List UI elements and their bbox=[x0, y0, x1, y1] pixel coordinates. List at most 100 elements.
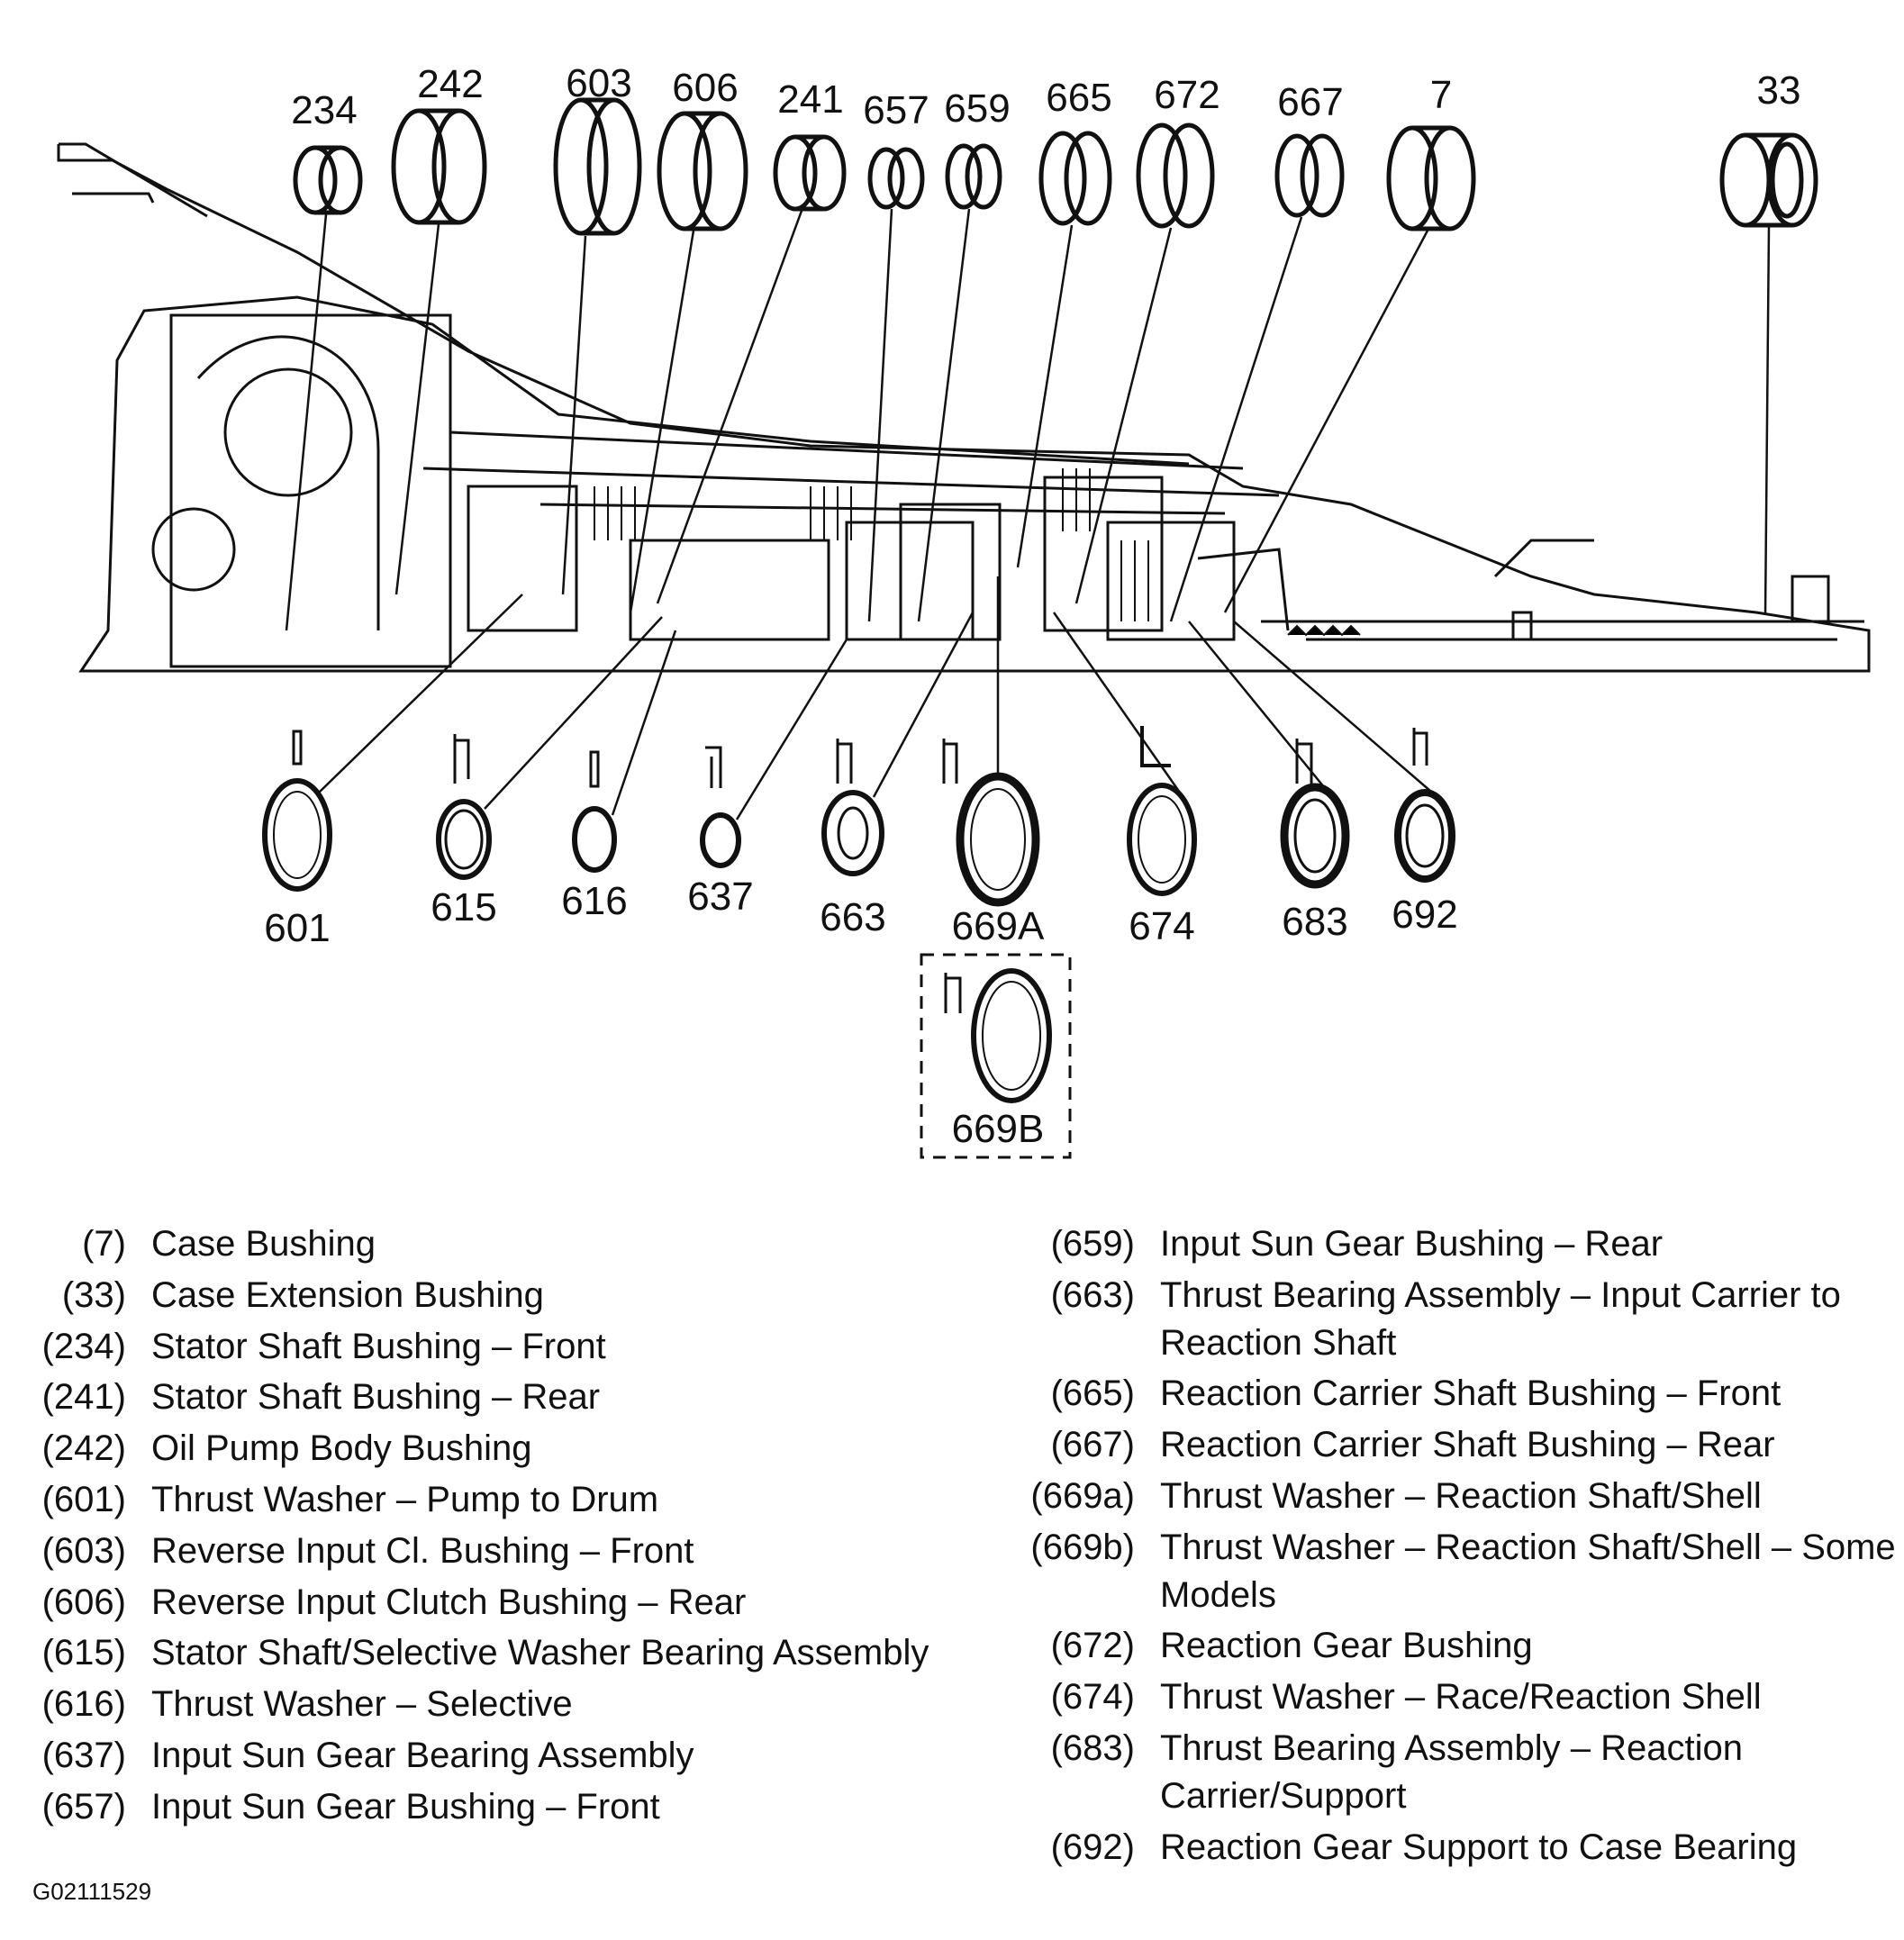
washer-683-icon bbox=[1280, 739, 1350, 889]
legend-left: (7)Case Bushing(33)Case Extension Bushin… bbox=[27, 1220, 1000, 1835]
part-label-637: 637 bbox=[687, 875, 753, 919]
bushing-657-icon bbox=[867, 147, 925, 210]
washer-669a-icon bbox=[942, 739, 1040, 907]
bottom-washers bbox=[262, 726, 1455, 907]
legend-description: Case Bushing bbox=[151, 1224, 376, 1264]
washer-616-icon bbox=[572, 750, 617, 873]
legend-number: (663) bbox=[1050, 1274, 1135, 1315]
legend-number: (601) bbox=[41, 1479, 126, 1519]
inset-669b bbox=[920, 953, 1072, 1159]
washer-637-icon bbox=[700, 746, 741, 868]
legend-item: (601)Thrust Washer – Pump to Drum bbox=[27, 1476, 1000, 1524]
part-label-241: 241 bbox=[777, 77, 843, 122]
part-label-669b: 669B bbox=[952, 1107, 1045, 1151]
part-label-667: 667 bbox=[1277, 80, 1343, 124]
legend-item: (667) Reaction Carrier Shaft Bushing – Re… bbox=[1000, 1421, 1900, 1469]
bottom-leader-lines bbox=[318, 576, 1438, 820]
legend-item: (674) Thrust Washer – Race/Reaction Shell bbox=[1000, 1673, 1900, 1721]
internal-clutch-packs bbox=[594, 468, 1361, 637]
legend-description: Case Extension Bushing bbox=[151, 1274, 544, 1315]
bushing-665-icon bbox=[1038, 131, 1112, 226]
transmission-case bbox=[57, 142, 1871, 673]
legend-item: (606)Reverse Input Clutch Bushing – Rear bbox=[27, 1579, 1000, 1627]
part-label-674: 674 bbox=[1129, 904, 1194, 948]
legend-item: (242) Oil Pump Body Bushing bbox=[27, 1425, 1000, 1473]
bushing-241-icon bbox=[773, 134, 847, 212]
legend-number: (242) bbox=[41, 1428, 126, 1469]
part-label-7: 7 bbox=[1430, 73, 1452, 117]
legend-description: Stator Shaft Bushing – Rear bbox=[151, 1377, 601, 1418]
bushing-606-icon bbox=[657, 111, 748, 231]
legend-description: Thrust Washer – Reaction Shaft/Shell bbox=[1160, 1475, 1762, 1516]
legend-number: (234) bbox=[41, 1326, 126, 1366]
bushing-242-icon bbox=[391, 108, 487, 225]
legend-item: (603)Reverse Input Cl. Bushing – Front bbox=[27, 1528, 1000, 1575]
legend-description: Thrust Bearing Assembly – Input Carrier … bbox=[1160, 1274, 1841, 1363]
legend-number: (657) bbox=[41, 1786, 126, 1827]
part-label-234: 234 bbox=[291, 88, 357, 132]
part-label-663: 663 bbox=[820, 895, 885, 939]
top-bushings bbox=[293, 97, 1818, 236]
part-label-601: 601 bbox=[264, 906, 330, 950]
bushing-659-icon bbox=[945, 143, 1002, 210]
legend-number: (669a) bbox=[1030, 1475, 1135, 1516]
legend-item: (657) Input Sun Gear Bushing – Front bbox=[27, 1783, 1000, 1831]
part-label-242: 242 bbox=[417, 62, 483, 106]
washer-601-icon bbox=[262, 730, 332, 892]
part-label-672: 672 bbox=[1154, 73, 1219, 117]
legend-description: Reaction Gear Support to Case Bearing bbox=[1160, 1827, 1798, 1867]
legend-description: Oil Pump Body Bushing bbox=[151, 1428, 532, 1469]
legend-description: Reaction Carrier Shaft Bushing – Front bbox=[1160, 1373, 1782, 1414]
bushing-7-icon bbox=[1386, 125, 1476, 231]
legend-number: (659) bbox=[1050, 1224, 1135, 1264]
part-label-683: 683 bbox=[1282, 900, 1347, 944]
legend-item: (33) Case Extension Bushing bbox=[27, 1272, 1000, 1319]
legend-item: (241) Stator Shaft Bushing – Rear bbox=[27, 1373, 1000, 1421]
legend-number: (665) bbox=[1050, 1373, 1135, 1414]
legend-number: (667) bbox=[1050, 1425, 1135, 1465]
legend-description: Thrust Bearing Assembly – Reaction Carri… bbox=[1160, 1727, 1743, 1816]
legend-number: (683) bbox=[1050, 1727, 1135, 1768]
bushing-603-icon bbox=[553, 97, 642, 236]
washer-692-icon bbox=[1394, 728, 1455, 883]
legend-description: Thrust Washer – Race/Reaction Shell bbox=[1160, 1677, 1762, 1718]
part-label-606: 606 bbox=[672, 66, 738, 110]
legend-number: (616) bbox=[41, 1684, 126, 1725]
figure-id: G02111529 bbox=[32, 1878, 152, 1905]
legend-item: (616)Thrust Washer – Selective bbox=[27, 1681, 1000, 1728]
part-label-603: 603 bbox=[566, 61, 631, 105]
legend-number: (241) bbox=[41, 1377, 126, 1418]
legend-number: (674) bbox=[1050, 1677, 1135, 1718]
legend-description: Reverse Input Clutch Bushing – Rear bbox=[151, 1582, 747, 1622]
legend-item: (692) Reaction Gear Support to Case Beari… bbox=[1000, 1824, 1900, 1872]
top-leader-lines bbox=[285, 208, 1771, 631]
washer-669b-icon bbox=[944, 968, 1052, 1103]
part-label-33: 33 bbox=[1757, 68, 1801, 113]
part-label-615: 615 bbox=[431, 885, 496, 929]
legend-item: (669b) Thrust Washer – Reaction Shaft/She… bbox=[1000, 1524, 1900, 1619]
bushing-234-icon bbox=[293, 145, 363, 215]
legend-description: Thrust Washer – Reaction Shaft/Shell – S… bbox=[1160, 1527, 1896, 1615]
legend-number: (672) bbox=[1050, 1626, 1135, 1666]
part-label-659: 659 bbox=[944, 86, 1010, 131]
legend-description: Stator Shaft Bushing – Front bbox=[151, 1326, 606, 1366]
bushing-672-icon bbox=[1136, 122, 1215, 229]
legend-number: (33) bbox=[61, 1274, 126, 1315]
legend-description: Input Sun Gear Bushing – Front bbox=[151, 1786, 660, 1827]
washer-674-icon bbox=[1127, 726, 1197, 896]
legend-number: (692) bbox=[1050, 1827, 1135, 1867]
bushing-33-icon bbox=[1719, 132, 1818, 228]
legend-item: (672)Reaction Gear Bushing bbox=[1000, 1622, 1900, 1670]
legend-item: (669a) Thrust Washer – Reaction Shaft/She… bbox=[1000, 1473, 1900, 1520]
legend-number: (603) bbox=[41, 1530, 126, 1571]
legend-number: (615) bbox=[41, 1633, 126, 1673]
legend-description: Reaction Carrier Shaft Bushing – Rear bbox=[1160, 1425, 1775, 1465]
legend-description: Input Sun Gear Bushing – Rear bbox=[1160, 1224, 1664, 1264]
part-label-657: 657 bbox=[863, 88, 929, 132]
legend-number: (669b) bbox=[1030, 1527, 1135, 1567]
legend-item: (615)Stator Shaft/Selective Washer Beari… bbox=[27, 1629, 1000, 1677]
part-label-669a: 669A bbox=[952, 904, 1045, 948]
legend-right: (659) Input Sun Gear Bushing – Rear (663) T… bbox=[1000, 1220, 1900, 1874]
